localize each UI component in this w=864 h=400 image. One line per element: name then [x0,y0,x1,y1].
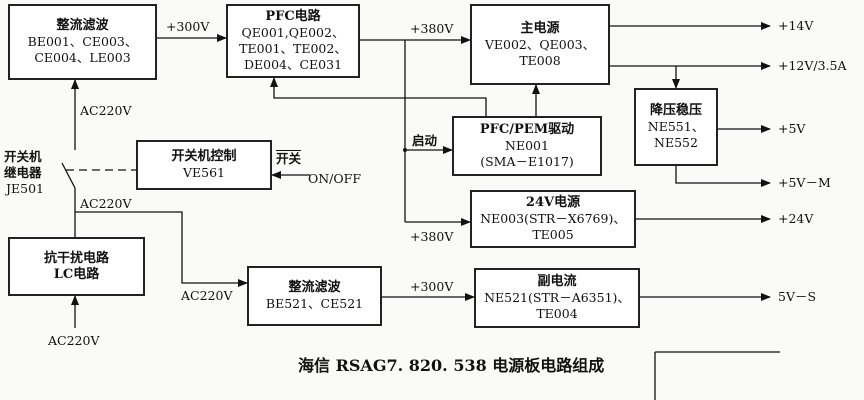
box-line: TE008 [519,52,561,68]
box-title: 24V电源 [525,195,581,210]
box-line: NE552 [654,135,698,150]
output-24v: +24V [778,211,814,226]
box-line: BE521、CE521 [265,296,364,311]
box-line: DE004、CE031 [243,57,343,72]
aux-power-box: 副电流 NE521(STR－A6351)、 TE004 [474,268,640,328]
power-24v-box: 24V电源 NE003(STR－X6769)、 TE005 [470,190,636,248]
pfc-circuit-box: PFC电路 QE001,QE002、 TE001、TE002、 DE004、CE… [226,4,360,78]
box-title: 主电源 [520,20,560,36]
label-300v-top: +300V [166,19,210,34]
output-14v: +14V [778,18,814,33]
label-ac220v-input: AC220V [48,333,100,348]
box-line: NE003(STR－X6769)、 [480,211,626,226]
box-line: NE001 [505,138,549,153]
box-line: NE521(STR－A6351)、 [484,290,630,305]
box-line: TE004 [536,306,578,321]
box-title: 抗干扰电路 [43,250,109,266]
label-start: 启动 [412,133,438,148]
box-line: VE561 [182,165,225,180]
label-relay-2: 继电器 [4,165,42,180]
box-title: PFC电路 [265,9,321,24]
label-300v-bottom: +300V [410,279,454,294]
box-line: (SMA－E1017) [480,154,574,169]
label-relay-3: JE501 [6,181,44,196]
label-switch: 开关 [276,151,302,166]
box-title: 开关机控制 [171,149,237,164]
box-line: NE551、 [647,119,705,134]
rectifier-filter-box-1: 整流滤波 BE001、CE003、 CE004、LE003 [8,4,157,80]
box-line: TE005 [532,227,574,242]
label-on-off: ON/OFF [308,171,361,186]
box-title: 整流滤波 [56,18,109,33]
box-line: QE001,QE002、 [241,25,345,40]
label-380v-bottom: +380V [410,229,454,244]
box-line: BE001、CE003、 [27,34,138,49]
box-title: 降压稳压 [649,103,702,118]
box-line: LC电路 [53,266,100,282]
box-title: PFC/PEM驱动 [479,122,575,137]
rectifier-filter-box-2: 整流滤波 BE521、CE521 [247,266,382,326]
label-relay-1: 开关机 [4,149,42,164]
diagram-caption: 海信 RSAG7. 820. 538 电源板电路组成 [298,356,605,375]
pfc-pem-driver-box: PFC/PEM驱动 NE001 (SMA－E1017) [452,116,602,176]
emi-filter-box: 抗干扰电路 LC电路 [8,237,145,296]
label-ac220v-3: AC220V [181,288,233,303]
label-ac220v-1: AC220V [80,103,132,118]
buck-regulator-box: 降压稳压 NE551、 NE552 [634,88,718,166]
box-line: VE002、QE003、 [484,36,596,52]
output-12v: +12V/3.5A [778,58,847,73]
box-line: CE004、LE003 [34,50,131,65]
output-5v-m: +5V－M [778,175,831,190]
label-380v-top: +380V [410,21,454,36]
box-title: 副电流 [537,274,577,289]
box-title: 整流滤波 [288,280,341,295]
label-ac220v-2: AC220V [80,196,132,211]
power-switch-control-box: 开关机控制 VE561 [136,140,272,190]
main-power-box: 主电源 VE002、QE003、 TE008 [470,4,610,85]
output-5v-s: 5V－S [778,289,817,304]
output-5v: +5V [778,121,806,136]
box-line: TE001、TE002、 [239,41,347,56]
